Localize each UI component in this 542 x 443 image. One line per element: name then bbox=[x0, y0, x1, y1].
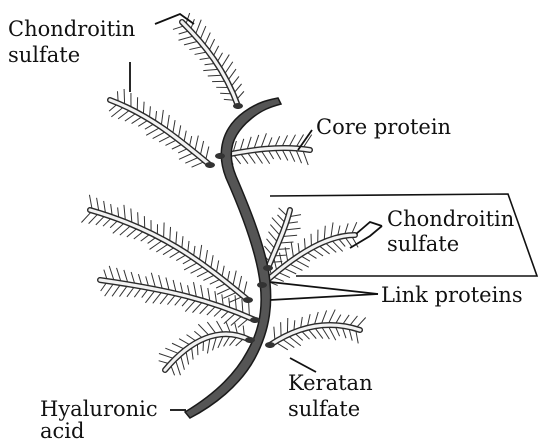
chondroitin-sulfate-top-label-line2: sulfate bbox=[8, 44, 80, 66]
gag-chain bbox=[90, 210, 248, 300]
link-protein-dot bbox=[215, 153, 225, 159]
core-protein-label: Core protein bbox=[316, 116, 451, 138]
gag-chain-core bbox=[268, 210, 290, 268]
link-protein-dot bbox=[205, 162, 215, 168]
leader-line bbox=[270, 282, 378, 294]
gag-bristles bbox=[81, 13, 365, 375]
leader-line bbox=[155, 14, 194, 24]
hyaluronic-acid-label-line1: Hyaluronic bbox=[40, 398, 158, 420]
hyaluronic-acid-label-line2: acid bbox=[40, 420, 84, 442]
leader-line bbox=[356, 222, 382, 234]
keratan-sulfate-label-line1: Keratan bbox=[288, 372, 373, 394]
link-proteins-label: Link proteins bbox=[381, 284, 523, 306]
link-protein-dot bbox=[257, 282, 267, 288]
link-protein-dot bbox=[243, 297, 253, 303]
leader-line bbox=[290, 358, 316, 372]
chondroitin-sulfate-right-label-line2: sulfate bbox=[387, 233, 459, 255]
gag-chain-core bbox=[90, 210, 248, 300]
link-protein-dot bbox=[263, 265, 273, 271]
keratan-sulfate-label-line2: sulfate bbox=[288, 398, 360, 420]
gag-chain bbox=[110, 100, 210, 165]
chondroitin-sulfate-right-label-line1: Chondroitin bbox=[387, 208, 514, 230]
leader-line bbox=[270, 294, 378, 300]
link-protein-dot bbox=[245, 337, 255, 343]
link-protein-dot bbox=[250, 317, 260, 323]
link-protein-dot bbox=[233, 103, 243, 109]
chondroitin-sulfate-top-label-line1: Chondroitin bbox=[8, 18, 135, 40]
link-protein-dot bbox=[265, 342, 275, 348]
